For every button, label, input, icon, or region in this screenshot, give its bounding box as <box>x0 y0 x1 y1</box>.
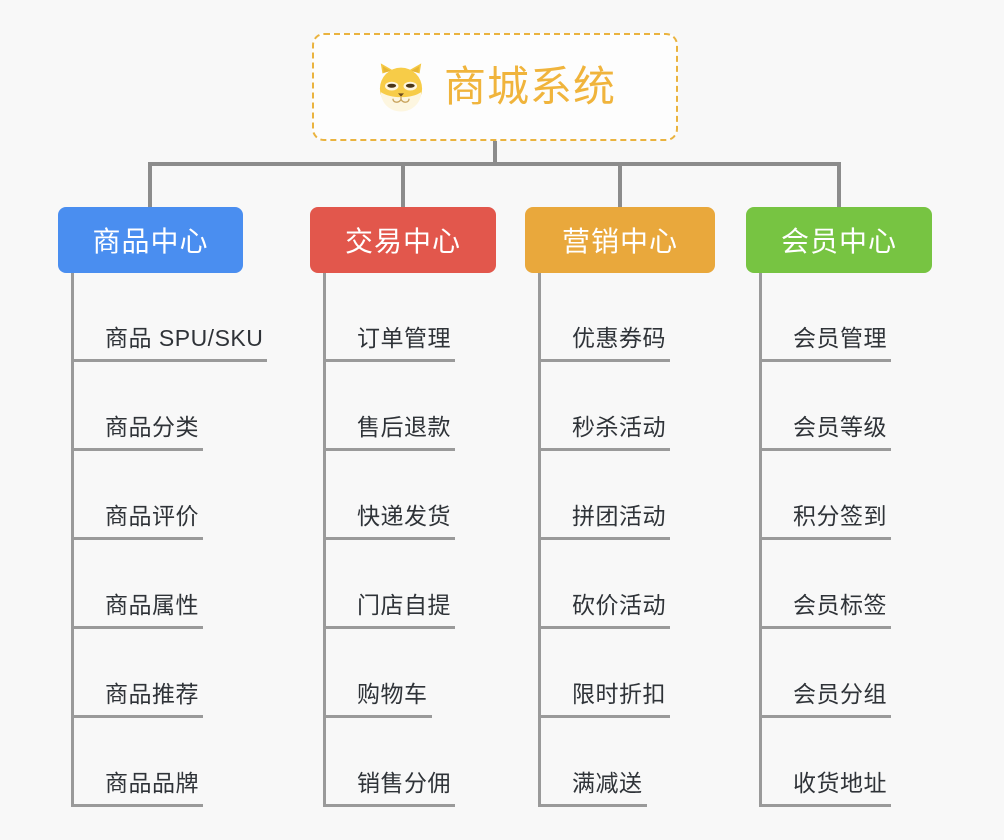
leaf-item[interactable]: 商品分类 <box>58 362 288 451</box>
leaf-item[interactable]: 门店自提 <box>310 540 496 629</box>
branch-header-label-4: 会员中心 <box>780 226 897 257</box>
branch-header-3[interactable]: 营销中心 <box>525 207 715 273</box>
leaf-label: 商品 SPU/SKU <box>105 325 264 351</box>
leaf-label: 商品属性 <box>105 592 199 618</box>
leaf-item[interactable]: 商品 SPU/SKU <box>58 273 288 362</box>
branch-column-交易中心: 交易中心 订单管理 售后退款 快递发货 门店自提 购物车 销售分佣 <box>310 207 496 807</box>
leaf-item[interactable]: 商品评价 <box>58 451 288 540</box>
leaf-item[interactable]: 拼团活动 <box>525 451 715 540</box>
leaf-list-1: 商品 SPU/SKU 商品分类 商品评价 商品属性 商品推荐 商品品牌 <box>58 273 288 807</box>
branch-header-4[interactable]: 会员中心 <box>746 207 932 273</box>
leaf-label: 会员标签 <box>793 592 887 618</box>
connector-drop-branch-4 <box>837 162 841 208</box>
leaf-list-2: 订单管理 售后退款 快递发货 门店自提 购物车 销售分佣 <box>310 273 496 807</box>
leaf-label: 订单管理 <box>357 325 451 351</box>
leaf-item[interactable]: 优惠券码 <box>525 273 715 362</box>
leaf-label: 砍价活动 <box>572 592 666 618</box>
leaf-item[interactable]: 积分签到 <box>746 451 932 540</box>
connector-drop-branch-3 <box>618 162 622 208</box>
leaf-spine-3 <box>538 273 541 807</box>
branch-column-会员中心: 会员中心 会员管理 会员等级 积分签到 会员标签 会员分组 收货地址 <box>746 207 932 807</box>
leaf-item[interactable]: 会员标签 <box>746 540 932 629</box>
leaf-label: 商品分类 <box>105 414 199 440</box>
leaf-item[interactable]: 会员分组 <box>746 629 932 718</box>
leaf-item[interactable]: 秒杀活动 <box>525 362 715 451</box>
leaf-label: 积分签到 <box>793 503 887 529</box>
leaf-item[interactable]: 限时折扣 <box>525 629 715 718</box>
leaf-item[interactable]: 商品推荐 <box>58 629 288 718</box>
root-title: 商城系统 <box>443 63 616 110</box>
leaf-item[interactable]: 会员管理 <box>746 273 932 362</box>
leaf-label: 限时折扣 <box>572 681 666 707</box>
leaf-item[interactable]: 快递发货 <box>310 451 496 540</box>
leaf-label: 门店自提 <box>357 592 451 618</box>
leaf-item[interactable]: 会员等级 <box>746 362 932 451</box>
leaf-label: 商品品牌 <box>105 770 199 796</box>
leaf-item[interactable]: 购物车 <box>310 629 496 718</box>
leaf-item[interactable]: 商品属性 <box>58 540 288 629</box>
leaf-label: 满减送 <box>572 770 643 796</box>
branch-column-营销中心: 营销中心 优惠券码 秒杀活动 拼团活动 砍价活动 限时折扣 满减送 <box>525 207 715 807</box>
leaf-label: 拼团活动 <box>572 503 666 529</box>
branch-header-2[interactable]: 交易中心 <box>310 207 496 273</box>
leaf-spine-4 <box>759 273 762 807</box>
leaf-label: 秒杀活动 <box>572 414 666 440</box>
leaf-list-3: 优惠券码 秒杀活动 拼团活动 砍价活动 限时折扣 满减送 <box>525 273 715 807</box>
leaf-spine-2 <box>323 273 326 807</box>
leaf-item[interactable]: 收货地址 <box>746 718 932 807</box>
leaf-label: 会员分组 <box>793 681 887 707</box>
leaf-label: 会员等级 <box>793 414 887 440</box>
connector-root-stem <box>493 141 497 165</box>
shiba-dog-face-icon <box>374 60 428 114</box>
leaf-label: 商品推荐 <box>105 681 199 707</box>
branch-column-商品中心: 商品中心 商品 SPU/SKU 商品分类 商品评价 商品属性 商品推荐 商品品牌 <box>58 207 288 807</box>
connector-drop-branch-1 <box>148 162 152 208</box>
leaf-spine-1 <box>71 273 74 807</box>
branch-header-label-1: 商品中心 <box>92 226 209 257</box>
leaf-item[interactable]: 销售分佣 <box>310 718 496 807</box>
leaf-item[interactable]: 商品品牌 <box>58 718 288 807</box>
leaf-label: 售后退款 <box>357 414 451 440</box>
leaf-label: 收货地址 <box>793 770 887 796</box>
leaf-label: 商品评价 <box>105 503 199 529</box>
leaf-item[interactable]: 售后退款 <box>310 362 496 451</box>
leaf-item[interactable]: 砍价活动 <box>525 540 715 629</box>
leaf-list-4: 会员管理 会员等级 积分签到 会员标签 会员分组 收货地址 <box>746 273 932 807</box>
branch-header-label-3: 营销中心 <box>561 226 678 257</box>
root-node[interactable]: 商城系统 <box>312 33 678 141</box>
leaf-label: 快递发货 <box>357 503 451 529</box>
leaf-label: 会员管理 <box>793 325 887 351</box>
connector-drop-branch-2 <box>401 162 405 208</box>
leaf-label: 优惠券码 <box>572 325 666 351</box>
leaf-item[interactable]: 订单管理 <box>310 273 496 362</box>
leaf-label: 购物车 <box>357 681 428 707</box>
connector-horizontal-bus <box>148 162 841 166</box>
branch-header-1[interactable]: 商品中心 <box>58 207 243 273</box>
leaf-item[interactable]: 满减送 <box>525 718 715 807</box>
leaf-label: 销售分佣 <box>357 770 451 796</box>
branch-header-label-2: 交易中心 <box>344 226 461 257</box>
